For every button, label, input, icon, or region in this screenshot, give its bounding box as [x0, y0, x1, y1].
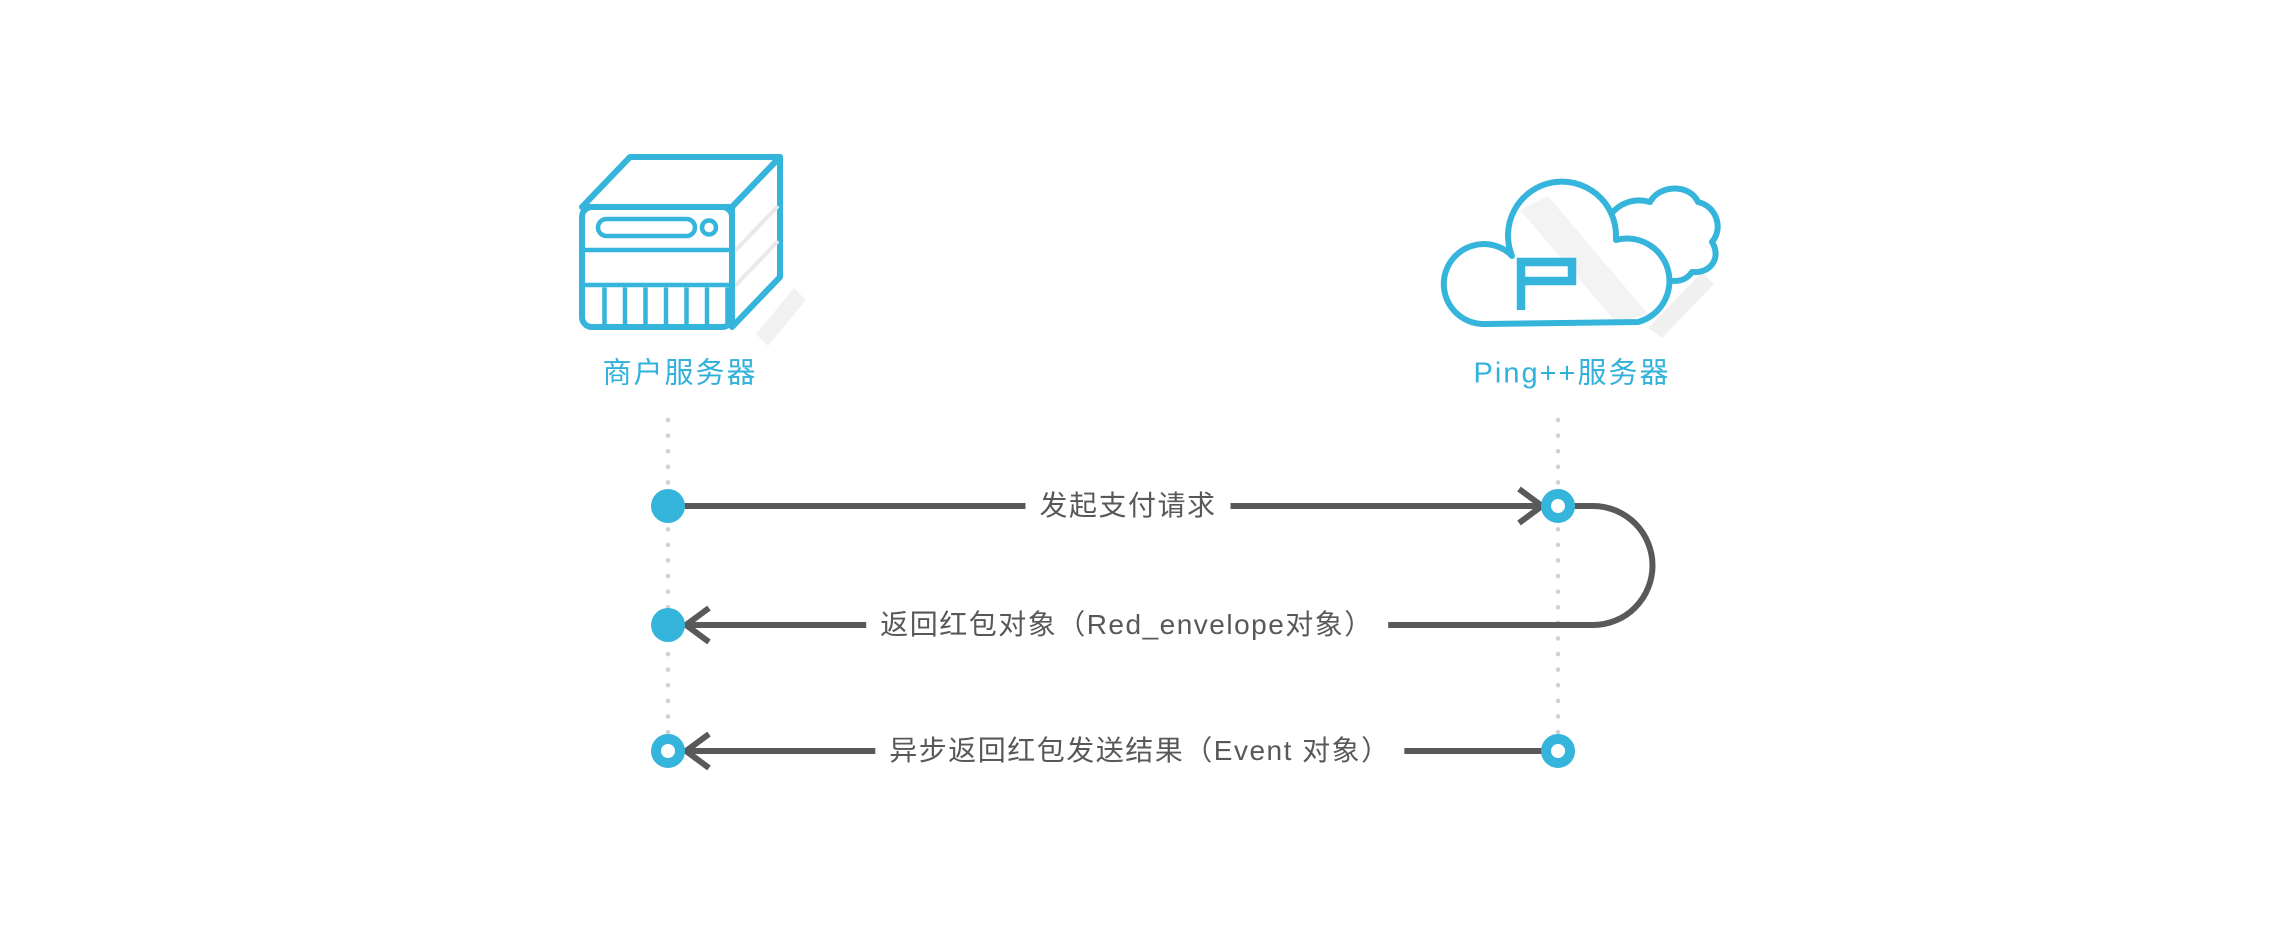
server-side-stripe [733, 239, 780, 288]
u-turn-curve [1560, 503, 1656, 628]
server-slot [595, 216, 698, 239]
cloud-main-outline [1440, 178, 1673, 328]
filled-dot-merchant-msg2 [651, 608, 685, 642]
message-3-arrowhead [680, 731, 711, 771]
message-2-arrowhead [680, 605, 711, 645]
filled-dot-merchant-msg1 [651, 489, 685, 523]
cloud-inner-shade [1520, 196, 1648, 322]
message-2-label: 返回红包对象（Red_envelope对象） [866, 606, 1388, 644]
message-3-label: 异步返回红包发送结果（Event 对象） [875, 732, 1405, 770]
server-shadow [756, 288, 806, 346]
cloud-icon [1440, 178, 1721, 338]
actor-label-merchant-server: 商户服务器 [602, 357, 758, 390]
cloud-shadow [1648, 272, 1714, 338]
server-led [699, 218, 719, 237]
actor-label-pingpp-server: Ping++服务器 [1473, 357, 1671, 390]
message-1-label: 发起支付请求 [1025, 487, 1231, 525]
ring-dot-merchant-msg3 [651, 734, 685, 768]
server-side-stripe [733, 204, 780, 253]
ring-dot-pingpp-msg1 [1541, 489, 1575, 523]
server-icon [579, 154, 806, 346]
ring-dot-pingpp-msg3 [1541, 734, 1575, 768]
server-vents [602, 287, 730, 325]
pingpp-p-logo [1516, 257, 1577, 310]
